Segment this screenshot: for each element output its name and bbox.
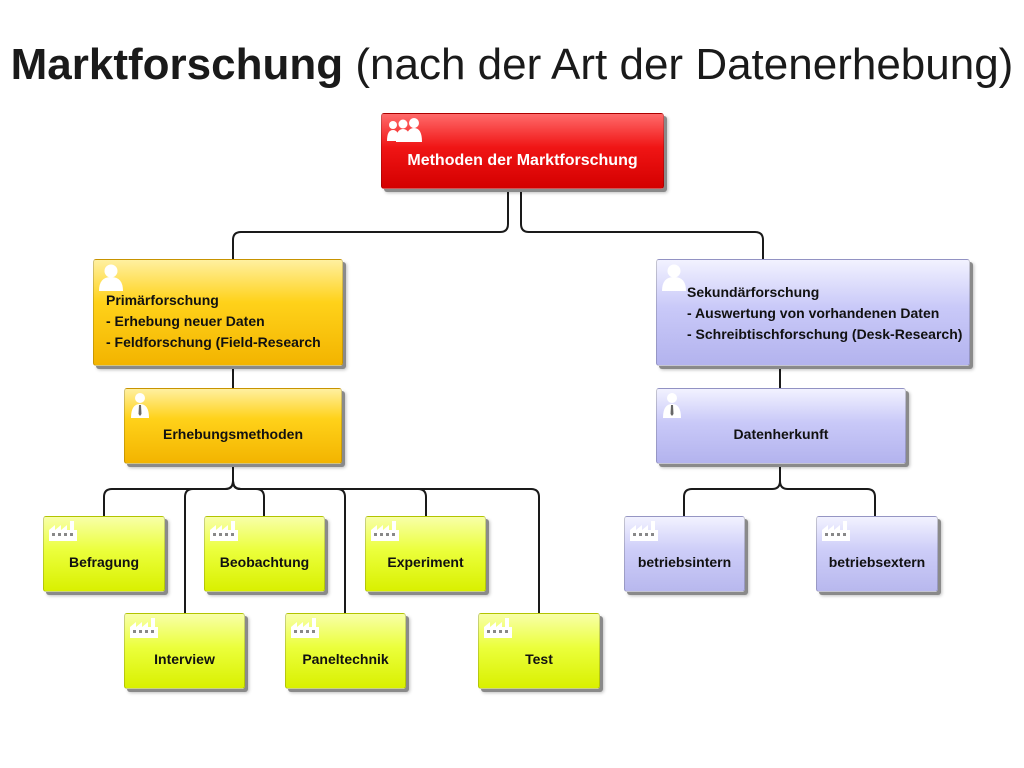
connector-to-betriebsextern <box>779 464 876 518</box>
node-datenherkunft: Datenherkunft <box>656 388 906 464</box>
node-experiment: Experiment <box>365 516 486 592</box>
node-erhebungsmethoden: Erhebungsmethoden <box>124 388 342 464</box>
node-paneltechnik: Paneltechnik <box>285 613 406 689</box>
node-label: Befragung <box>69 554 139 570</box>
node-label: Test <box>525 651 553 667</box>
node-sekundaerforschung: Sekundärforschung - Auswertung von vorha… <box>656 259 970 366</box>
node-label: Paneltechnik <box>302 651 389 667</box>
node-label: betriebsextern <box>828 554 926 570</box>
node-betriebsintern: betriebsintern <box>624 516 745 592</box>
connector-to-test <box>232 464 540 616</box>
person-icon <box>661 263 687 291</box>
node-test: Test <box>478 613 600 689</box>
node-label: Erhebungsmethoden <box>162 425 303 442</box>
node-methoden-der-marktforschung: Methoden der Marktforschung <box>381 113 664 189</box>
node-label: Primärforschung - Erhebung neuer Daten -… <box>106 292 321 350</box>
node-beobachtung: Beobachtung <box>204 516 325 592</box>
connector-to-befragung <box>103 464 234 518</box>
connector-to-betriebsintern <box>683 464 781 518</box>
node-betriebsextern: betriebsextern <box>816 516 938 592</box>
node-label: betriebsintern <box>637 554 732 570</box>
page-title-sub: (nach der Art der Datenerhebung) <box>343 40 1014 89</box>
connector-to-beobachtung <box>232 464 265 518</box>
connector-root-sekundaer <box>520 189 764 262</box>
node-befragung: Befragung <box>43 516 165 592</box>
node-label: Interview <box>154 651 215 667</box>
node-label: Datenherkunft <box>733 425 829 442</box>
page-title: Marktforschung (nach der Art der Datener… <box>0 40 1024 90</box>
node-primaerforschung: Primärforschung - Erhebung neuer Daten -… <box>93 259 343 366</box>
node-label: Methoden der Marktforschung <box>407 152 638 169</box>
person-icon <box>98 263 124 291</box>
page-title-main: Marktforschung <box>10 40 344 89</box>
node-label: Sekundärforschung - Auswertung von vorha… <box>687 284 963 342</box>
node-interview: Interview <box>124 613 245 689</box>
node-label: Beobachtung <box>219 554 310 570</box>
connector-root-primaer <box>232 189 509 262</box>
node-label: Experiment <box>387 554 464 570</box>
